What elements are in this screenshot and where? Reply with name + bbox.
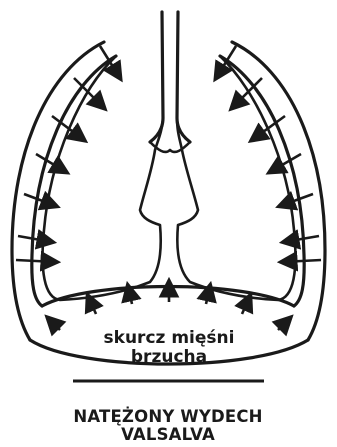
caption-line-2: VALSALVA	[121, 425, 215, 444]
chest-arrow-right-4	[270, 154, 301, 172]
abdomen-arrow-7	[278, 318, 290, 330]
abdomen-arrows	[48, 282, 290, 330]
chest-arrow-right-7	[282, 260, 321, 262]
chest-arrow-right-1	[216, 46, 236, 78]
abdomen-arrow-2	[88, 296, 96, 314]
chest-arrow-left-1	[100, 46, 120, 78]
chest-arrow-right-5	[280, 194, 313, 206]
lung-right	[177, 56, 295, 300]
chest-arrow-left-7	[16, 260, 56, 262]
lung-left	[43, 56, 163, 300]
chest-arrows-left	[16, 46, 120, 262]
chest-arrows-right	[216, 46, 321, 262]
chest-arrow-left-4	[36, 154, 66, 172]
caption-line-1: NATĘŻONY WYDECH	[73, 407, 262, 426]
abdomen-arrow-1	[48, 318, 60, 330]
chest-arrow-right-6	[284, 236, 319, 242]
trachea	[150, 12, 190, 142]
chest-arrow-left-6	[18, 236, 52, 242]
label-abdominal-line-1: skurcz mięśni	[104, 328, 235, 348]
chest-arrow-left-5	[24, 194, 56, 206]
abdomen-arrow-6	[242, 296, 250, 314]
label-abdominal-line-2: brzucha	[131, 347, 207, 367]
